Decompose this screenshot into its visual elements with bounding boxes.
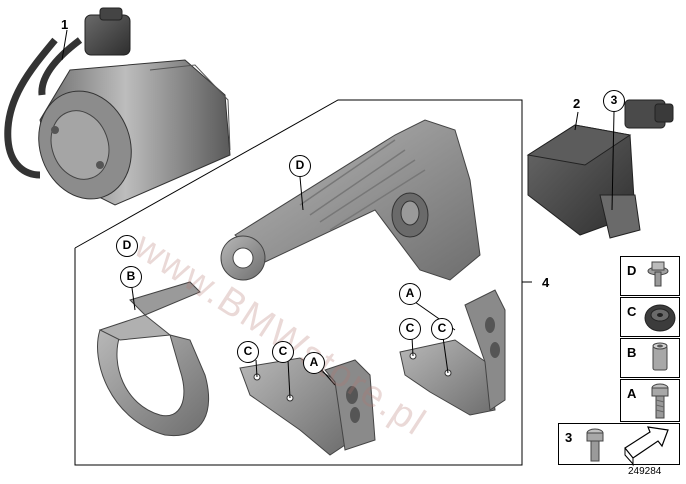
- clamp-band-part: [97, 281, 210, 437]
- callout-part-1: 1: [61, 17, 69, 32]
- legend-letter-b: B: [627, 345, 637, 360]
- marker-plate-left-a: A: [303, 352, 325, 374]
- stabilizer-bracket-part: [220, 119, 481, 281]
- legend-letter-a: A: [627, 386, 637, 401]
- legend-letter-d: D: [627, 263, 637, 278]
- marker-clamp-b: B: [120, 266, 142, 288]
- sensor-part: [526, 99, 674, 239]
- legend-item-c: C: [620, 297, 680, 337]
- legend-item-d: D: [620, 256, 680, 296]
- marker-bracket-d: D: [289, 155, 311, 177]
- legend-item-3: 3: [558, 423, 680, 465]
- marker-plate-right-c2: C: [431, 318, 453, 340]
- callout-part-4: 4: [542, 275, 550, 290]
- marker-sensor-3: 3: [603, 90, 625, 112]
- legend-letter-c: C: [627, 304, 637, 319]
- mounting-plate-right-part: [399, 289, 506, 416]
- legend-item-b: B: [620, 338, 680, 378]
- marker-plate-right-a: A: [399, 283, 421, 305]
- marker-plate-left-c1: C: [237, 341, 259, 363]
- legend-letter-3: 3: [565, 430, 573, 445]
- marker-clamp-d: D: [116, 235, 138, 257]
- marker-plate-left-c2: C: [272, 341, 294, 363]
- mounting-plate-left-part: [239, 357, 376, 456]
- document-number: 249284: [628, 466, 662, 477]
- marker-plate-right-c1: C: [399, 318, 421, 340]
- actuator-motor-part: [4, 7, 231, 206]
- callout-part-2: 2: [573, 96, 581, 111]
- legend-item-a: A: [620, 379, 680, 422]
